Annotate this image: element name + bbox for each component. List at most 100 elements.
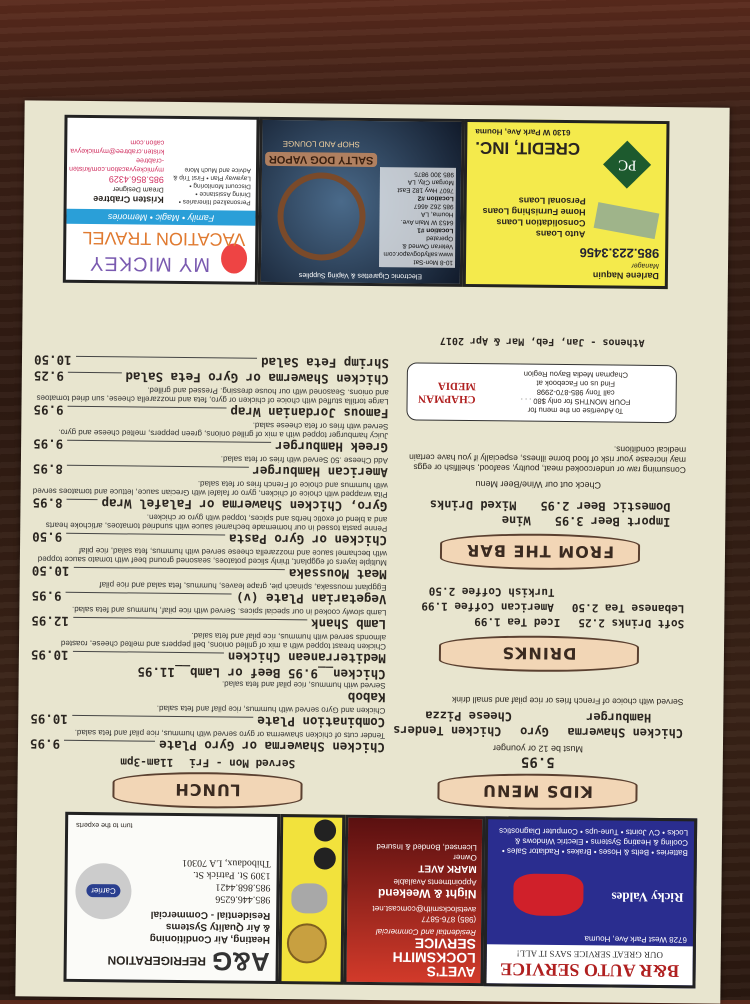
kids-item: Gyro	[519, 724, 550, 739]
leader-line	[72, 650, 224, 654]
ag-address1: 1309 St. Patrick St.	[193, 869, 271, 881]
locksmith-owner-role: Owner	[453, 852, 477, 863]
item-price: 10.95	[30, 647, 69, 663]
auto-title: B&R AUTO SERVICE	[500, 959, 680, 982]
kids-item: Cheese Pizza	[425, 708, 513, 724]
ag-title: REFRIGERATION	[107, 953, 206, 969]
deadbolt-icon	[313, 847, 336, 870]
ag-phone1: 985.446.6256	[215, 893, 271, 905]
leader-line	[71, 714, 254, 718]
item-name: Chicken or Gyro Pasta	[229, 531, 388, 549]
drink-item: Iced Tea 1.99	[474, 615, 561, 629]
drink-item: Turkish Coffee 2.50	[428, 584, 555, 599]
leader-line	[67, 439, 272, 443]
auto-address: 6728 West Park Ave, Houma	[584, 934, 688, 945]
leader-line	[65, 591, 233, 595]
drink-item: American Coffee 1.99	[421, 599, 554, 614]
item-description: Pita wrapped with choice of chicken, gyr…	[32, 479, 388, 500]
item-name: Combination Plate	[257, 713, 386, 731]
vapor-sub: SHOP AND LOUNGE	[282, 139, 360, 149]
leader-line	[66, 498, 98, 501]
auto-owner: Ricky Valdes	[611, 889, 684, 906]
carrier-badge: Carrier	[75, 862, 132, 920]
item-price: 9.95	[29, 736, 61, 752]
item-price: 8.95	[32, 461, 64, 477]
credit-address: 6130 W Park Ave, Houma	[475, 127, 571, 138]
money-hand-image	[593, 202, 660, 240]
vapor-title: SALTY DOG VAPOR	[265, 151, 378, 168]
ad-br-auto: B&R AUTO SERVICE OUR GREAT SERVICE SAYS …	[483, 816, 698, 989]
menu-page: B&R AUTO SERVICE OUR GREAT SERVICE SAYS …	[15, 100, 730, 1004]
travel-title2: VACATION TRAVEL	[82, 227, 246, 250]
ad-avets-locksmith: AVET'S LOCKSMITH SERVICE Residential and…	[343, 814, 486, 987]
travel-tagline: Family • Magic • Memories	[66, 208, 256, 226]
travel-phone: 985.856.4329	[108, 174, 164, 185]
item-price: 9.95	[31, 588, 62, 604]
auto-services: Batteries • Belts & Hoses • Brakes • Rad…	[499, 826, 689, 858]
drinks-section: Soft Drinks 2.25 Iced Tea 1.99 Lebanese …	[394, 583, 684, 631]
item-name: Greek Hamburger	[275, 438, 389, 456]
item-price: 9.95	[33, 436, 64, 452]
edition-dates: Athenos - Jan, Feb, Mar & Apr 2017	[439, 334, 645, 348]
drink-item: Soft Drinks 2.25	[578, 616, 685, 631]
item-name: Mediterranean Chicken	[227, 649, 386, 667]
item-price: 8.95	[32, 495, 63, 511]
deadbolt-icon	[313, 819, 337, 842]
travel-title1: MY MICKEY	[89, 252, 211, 276]
ad-salty-dog-vapor: Electronic Cigarettes & Vaping Supplies …	[257, 116, 465, 287]
auto-tagline: OUR GREAT SERVICE SAYS IT ALL!	[516, 948, 664, 961]
item-price: 10.95	[30, 711, 68, 727]
ag-address2: Thibodaux, LA 70301	[182, 857, 271, 869]
locksmith-hours: Night & Weekend	[377, 886, 477, 902]
leader-line	[64, 739, 156, 742]
item-name: Meat Moussaka	[288, 566, 387, 583]
credit-phone: 985.223.3456	[579, 245, 660, 261]
ad-ag-refrigeration: A&G REFRIGERATION Heating, Air Condition…	[63, 811, 281, 985]
item-name: Shrimp Feta Salad	[260, 354, 390, 372]
lunch-hours: 11am-3pm	[120, 755, 174, 769]
item-name: Kabob	[347, 689, 386, 706]
car-logo-icon	[513, 873, 584, 917]
leader-line	[66, 532, 226, 536]
bar-item: Domestic Beer 2.95	[540, 498, 671, 515]
kids-item: Chicken Tenders	[393, 723, 502, 739]
item-description: Multiple layers of eggplant, thinly slic…	[37, 545, 388, 568]
ag-logo: A&G	[211, 946, 270, 977]
ad-pc-credit: Darlene Naquin Manager 985.223.3456 Auto…	[462, 118, 670, 290]
locksmith-sub: Residential and Commercial	[375, 927, 477, 938]
locksmith-email: avetslocksmith@comcast.net	[372, 904, 477, 915]
item-price: 9.25	[33, 368, 65, 384]
ag-phone2: 985.868.4421	[215, 881, 271, 893]
food-safety-warning: Consuming raw or undercooked meat, poult…	[409, 444, 687, 476]
lock-icon	[286, 923, 328, 964]
lunch-served-days: Served Mon - Fri	[189, 756, 296, 771]
item-price: 9.50	[32, 529, 63, 545]
ship-wheel-dog-image	[277, 171, 366, 261]
item-description: Penne pasta tossed in our homemade becha…	[45, 512, 388, 534]
leader-line	[67, 405, 227, 409]
wine-beer-note: Check out our Wine/Beer Menu	[475, 479, 602, 491]
door-handle-icon	[291, 883, 328, 914]
ag-line1: Heating, Air Conditioning	[149, 932, 270, 945]
item-name: Lamb Shank	[310, 616, 387, 633]
travel-services: Personalized Itineraries • Dining Assist…	[173, 166, 252, 206]
kids-price: 5.95	[520, 753, 555, 770]
chapman-media-ad: To Advertise on the menu for FOUR MONTHS…	[406, 362, 677, 424]
drinks-banner: DRINKS	[438, 634, 640, 673]
travel-agent-name: Kristen Crabtree	[93, 194, 164, 205]
bar-item: Wine	[501, 513, 531, 528]
locksmith-phone: (985) 876-5877	[421, 914, 477, 925]
bar-item: Import Beer 3.95	[554, 513, 671, 530]
